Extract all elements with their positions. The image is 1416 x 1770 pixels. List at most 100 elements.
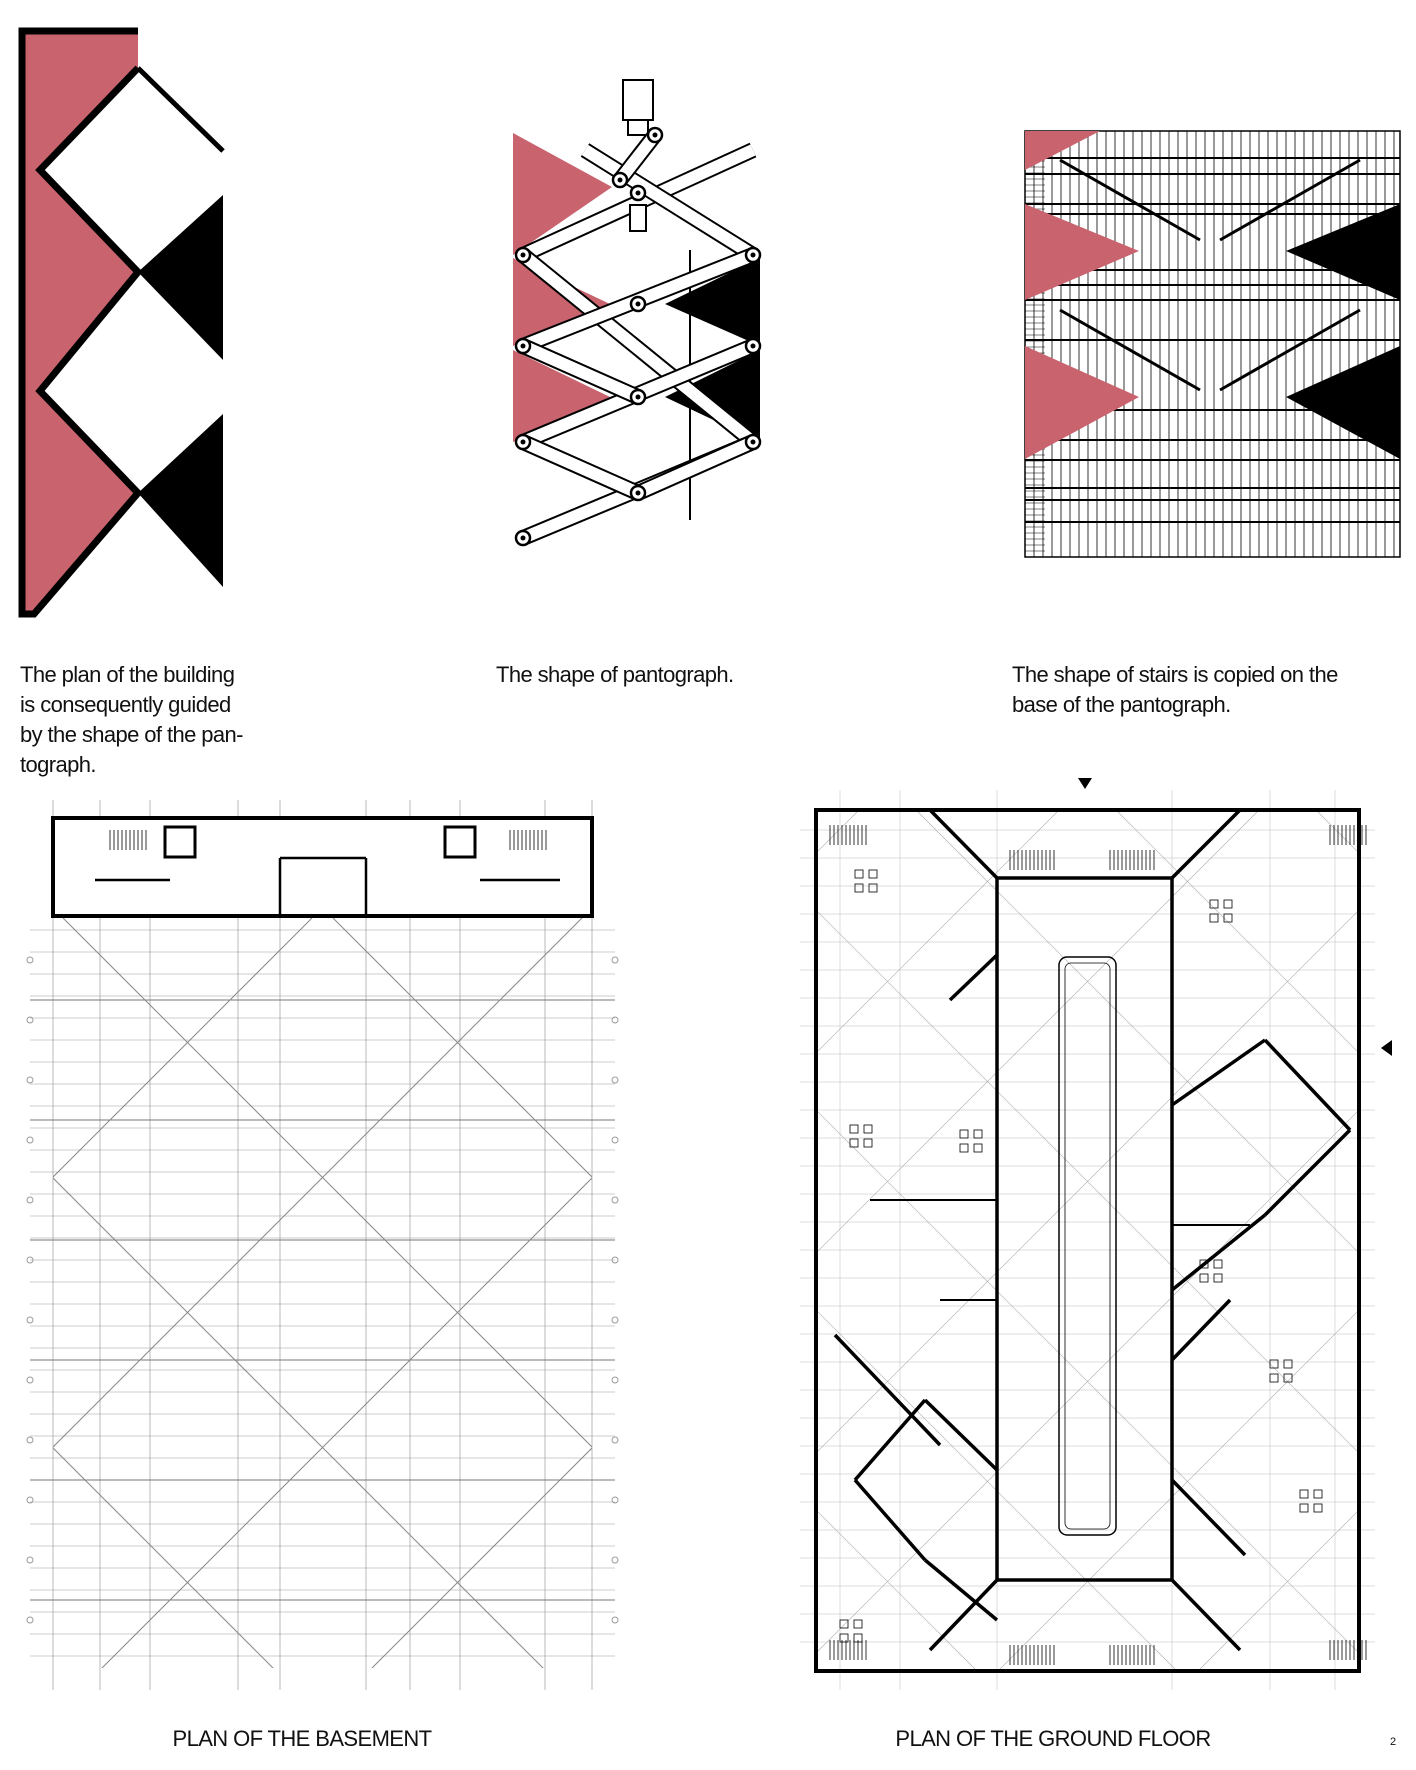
furniture bbox=[1269, 1359, 1279, 1369]
furniture bbox=[868, 883, 878, 893]
pink-triangle bbox=[513, 133, 612, 255]
caption-line: The plan of the building bbox=[20, 662, 235, 687]
furniture bbox=[1313, 1503, 1323, 1513]
furniture bbox=[839, 1633, 849, 1643]
hanger-block bbox=[622, 79, 654, 121]
caption-line: by the shape of the pan- bbox=[20, 722, 243, 747]
diagonal-line bbox=[101, 1177, 592, 1668]
atrium-inner bbox=[1064, 962, 1111, 1530]
caption-plan-shape: The plan of the building is consequently… bbox=[20, 660, 243, 780]
furniture bbox=[853, 1619, 863, 1629]
diagonal-line bbox=[1359, 810, 1416, 1710]
grid-bubble bbox=[611, 1256, 619, 1264]
open-edge bbox=[136, 66, 225, 153]
furniture bbox=[1199, 1273, 1209, 1283]
grid-bubble bbox=[611, 1496, 619, 1504]
diagonal-line bbox=[816, 1109, 1359, 1654]
core bbox=[163, 825, 197, 859]
atrium bbox=[1058, 956, 1117, 1536]
furniture bbox=[973, 1129, 983, 1139]
furniture bbox=[959, 1143, 969, 1153]
diagonal-line bbox=[0, 918, 42, 1718]
ground-floor-plan-title: PLAN OF THE GROUND FLOOR bbox=[895, 1726, 1211, 1751]
pivot-center bbox=[750, 439, 756, 445]
furniture bbox=[1223, 899, 1233, 909]
diagonal-line bbox=[816, 909, 1359, 1454]
wall bbox=[1170, 1038, 1267, 1107]
basement-outline bbox=[51, 816, 594, 918]
diagonal-line bbox=[0, 918, 53, 1718]
grid-bubble bbox=[26, 1616, 34, 1624]
pink-triangle bbox=[1025, 346, 1139, 459]
diagonal-line bbox=[816, 1309, 1178, 1671]
diagonal-line bbox=[53, 1177, 544, 1668]
diagonal-line bbox=[816, 810, 1260, 1254]
furniture bbox=[1283, 1373, 1293, 1383]
wall bbox=[948, 953, 999, 1002]
pivot-center bbox=[520, 252, 526, 258]
black-triangle bbox=[1286, 346, 1400, 459]
black-triangle bbox=[138, 195, 223, 360]
black-triangle bbox=[665, 258, 760, 346]
pantograph-bar-fill bbox=[520, 144, 756, 261]
pantograph-diagram bbox=[513, 79, 762, 547]
furniture bbox=[839, 1619, 849, 1629]
diagonal-line bbox=[53, 918, 583, 1448]
grid-bubble bbox=[26, 1556, 34, 1564]
ground-floor-outline bbox=[814, 808, 1361, 1673]
basement-plan-drawing bbox=[0, 800, 1392, 1718]
diagonal-line bbox=[816, 1109, 1359, 1654]
furniture bbox=[863, 1124, 873, 1134]
grid-bubble bbox=[611, 1316, 619, 1324]
furniture bbox=[1199, 1259, 1209, 1269]
diagonal-line bbox=[62, 918, 592, 1448]
grid-bubble bbox=[26, 1136, 34, 1144]
furniture bbox=[1213, 1259, 1223, 1269]
grid-bubble bbox=[26, 1196, 34, 1204]
core bbox=[443, 825, 477, 859]
pantograph-bar-fill bbox=[581, 144, 757, 261]
furniture bbox=[1213, 1273, 1223, 1283]
page-number: 2 bbox=[1390, 1736, 1397, 1748]
grid-bubble bbox=[611, 1556, 619, 1564]
pantograph-bar-fill bbox=[615, 131, 660, 184]
wall bbox=[1263, 1128, 1352, 1217]
furniture bbox=[973, 1143, 983, 1153]
entrance-marker-icon bbox=[1381, 1040, 1392, 1056]
diagonal-line bbox=[915, 810, 1359, 1254]
pink-triangle bbox=[513, 350, 610, 442]
grid-bubble bbox=[26, 1316, 34, 1324]
pink-triangle bbox=[1025, 204, 1139, 300]
furniture bbox=[1299, 1489, 1309, 1499]
grid-bubble bbox=[611, 956, 619, 964]
grid-bubble bbox=[611, 1016, 619, 1024]
caption-line: is consequently guided bbox=[20, 692, 231, 717]
diagonal-line bbox=[997, 1309, 1359, 1671]
pivot-center bbox=[635, 490, 641, 496]
stair-flight bbox=[1059, 308, 1201, 392]
pivot-center bbox=[750, 252, 756, 258]
diagonal-line bbox=[816, 1509, 978, 1671]
grid-bubble bbox=[26, 1376, 34, 1384]
grid-bubble bbox=[611, 1616, 619, 1624]
furniture bbox=[1209, 913, 1219, 923]
pivot-center bbox=[635, 394, 641, 400]
furniture bbox=[849, 1124, 859, 1134]
diagonal-line bbox=[592, 918, 1392, 1718]
furniture bbox=[868, 869, 878, 879]
furniture bbox=[1283, 1359, 1293, 1369]
elevation-frame bbox=[1024, 130, 1401, 558]
stair-flight bbox=[1219, 158, 1361, 242]
diagonal-line bbox=[53, 1447, 274, 1668]
furniture bbox=[1313, 1489, 1323, 1499]
black-triangle bbox=[1286, 204, 1400, 300]
diagonal-line bbox=[332, 918, 592, 1178]
grid-bubble bbox=[611, 1376, 619, 1384]
diagonal-grid bbox=[816, 810, 1416, 1710]
pantograph-bar-fill bbox=[520, 340, 641, 403]
furniture bbox=[849, 1138, 859, 1148]
pivot-center bbox=[520, 439, 526, 445]
wall bbox=[853, 1478, 927, 1562]
diagonal-line bbox=[371, 1447, 592, 1668]
